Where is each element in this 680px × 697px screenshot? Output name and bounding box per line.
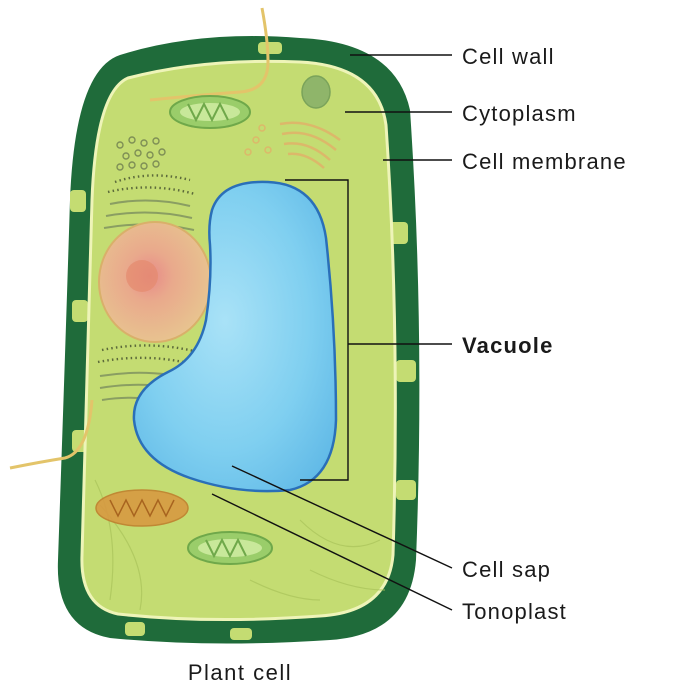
label-vacuole: Vacuole	[462, 333, 554, 358]
label-cell-membrane: Cell membrane	[462, 149, 627, 174]
mitochondrion-bottom	[188, 532, 272, 564]
nucleus	[99, 222, 211, 342]
label-cytoplasm: Cytoplasm	[462, 101, 577, 126]
label-cell-sap: Cell sap	[462, 557, 551, 582]
vesicle	[302, 76, 330, 108]
label-tonoplast: Tonoplast	[462, 599, 567, 624]
mitochondrion-top	[170, 96, 250, 128]
label-cell-wall: Cell wall	[462, 44, 555, 69]
caption-plant-cell: Plant cell	[188, 660, 292, 685]
orange-organelle	[96, 490, 188, 526]
